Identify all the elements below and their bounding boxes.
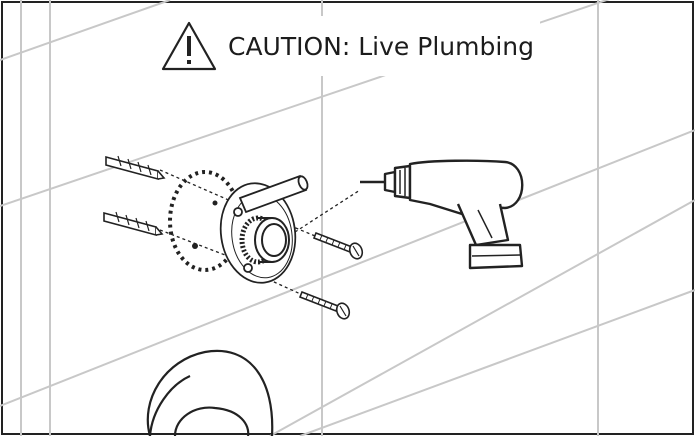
warning-triangle-icon	[161, 21, 217, 71]
wall-anchor-bottom	[103, 211, 164, 237]
screw-lower	[298, 290, 351, 320]
caution-text: CAUTION: Live Plumbing	[228, 31, 534, 61]
screw-upper	[312, 231, 364, 260]
shower-valve-outline	[146, 349, 274, 436]
pilot-hole-marker	[212, 200, 218, 206]
pilot-hole-marker	[192, 243, 198, 249]
power-drill-icon	[360, 159, 524, 270]
caution-banner: CAUTION: Live Plumbing	[160, 16, 540, 76]
wall-anchor-top	[105, 155, 166, 181]
threaded-fitting	[239, 215, 290, 265]
pipe-stub	[238, 174, 309, 214]
